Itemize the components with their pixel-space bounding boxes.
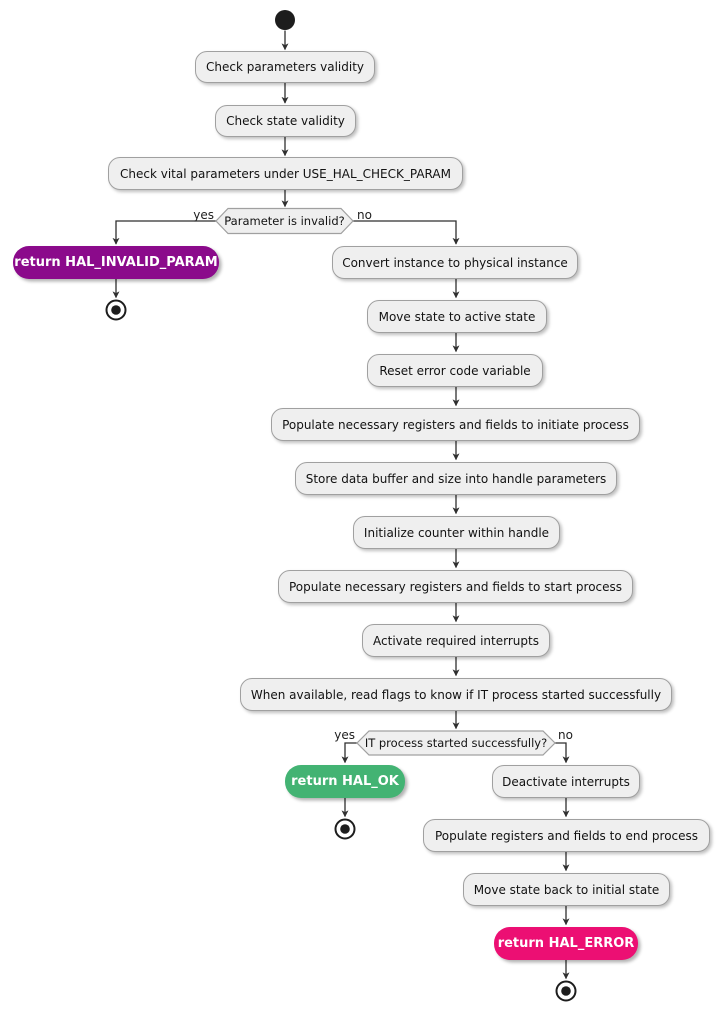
start-node xyxy=(275,10,295,30)
end-node-error xyxy=(555,980,577,1002)
end-node-ok xyxy=(334,818,356,840)
decision-it-process-started: IT process started successfully? xyxy=(364,736,548,750)
activity-initialize-counter: Initialize counter within handle xyxy=(353,516,560,549)
branch-label-yes-parameter: yes xyxy=(193,208,214,222)
branch-label-yes-it-started: yes xyxy=(334,728,355,742)
activity-convert-instance: Convert instance to physical instance xyxy=(332,246,578,279)
return-hal-error: return HAL_ERROR xyxy=(494,927,638,960)
activity-check-vital-parameters: Check vital parameters under USE_HAL_CHE… xyxy=(108,157,463,190)
decision-parameter-invalid: Parameter is invalid? xyxy=(224,214,345,228)
activity-move-state-active: Move state to active state xyxy=(367,300,547,333)
activity-move-state-back: Move state back to initial state xyxy=(463,873,670,906)
activity-read-flags: When available, read flags to know if IT… xyxy=(240,678,672,711)
return-hal-invalid-param: return HAL_INVALID_PARAM xyxy=(13,246,219,279)
activity-deactivate-interrupts: Deactivate interrupts xyxy=(492,765,640,798)
activity-populate-start-process: Populate necessary registers and fields … xyxy=(278,570,633,603)
flow-arrows xyxy=(112,30,570,980)
activity-activate-interrupts: Activate required interrupts xyxy=(362,624,550,657)
activity-check-parameters: Check parameters validity xyxy=(195,51,375,83)
activity-populate-initiate-process: Populate necessary registers and fields … xyxy=(271,408,640,441)
activity-reset-error-code: Reset error code variable xyxy=(367,354,543,387)
decision-it-started-shape xyxy=(356,730,556,756)
activity-populate-end-process: Populate registers and fields to end pro… xyxy=(423,819,710,852)
decision-parameter-invalid-shape xyxy=(215,207,354,235)
branch-label-no-it-started: no xyxy=(558,728,573,742)
end-node-invalid xyxy=(105,299,127,321)
branch-label-no-parameter: no xyxy=(357,208,372,222)
decision-shapes xyxy=(215,207,556,756)
return-hal-ok: return HAL_OK xyxy=(285,765,405,798)
activity-check-state: Check state validity xyxy=(215,105,356,137)
activity-store-data-buffer: Store data buffer and size into handle p… xyxy=(295,462,617,495)
